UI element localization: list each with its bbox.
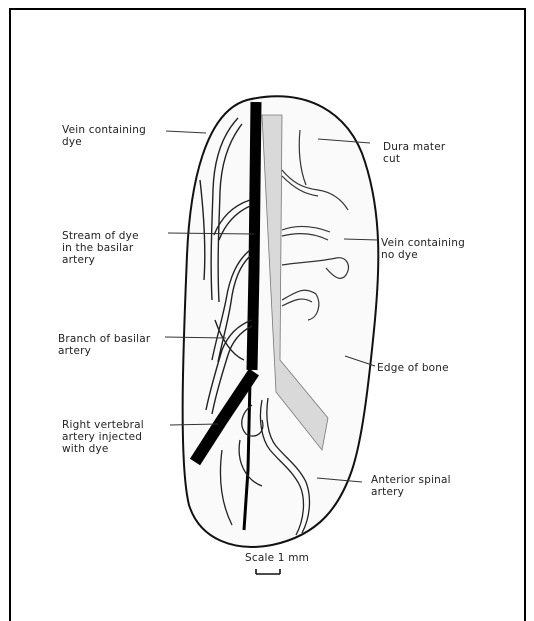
basilar-artery-stream xyxy=(252,102,256,370)
label-anterior-spinal: Anterior spinal artery xyxy=(371,474,451,498)
scale-bar xyxy=(256,569,280,574)
label-stream-of-dye: Stream of dye in the basilar artery xyxy=(62,230,139,266)
label-edge-of-bone: Edge of bone xyxy=(377,362,449,374)
label-scale: Scale 1 mm xyxy=(245,552,309,564)
label-branch-basilar: Branch of basilar artery xyxy=(58,333,150,357)
label-right-vertebral: Right vertebral artery injected with dye xyxy=(62,419,144,455)
label-vein-with-dye: Vein containing dye xyxy=(62,124,146,148)
label-dura-mater: Dura mater cut xyxy=(383,141,445,165)
label-vein-no-dye: Vein containing no dye xyxy=(381,237,465,261)
